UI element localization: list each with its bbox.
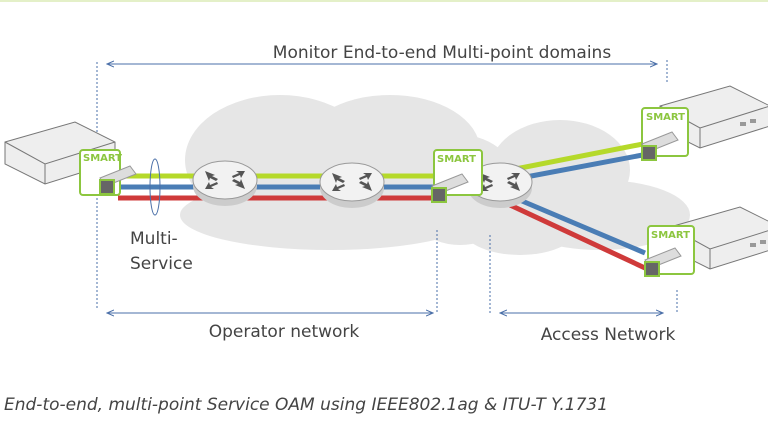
router-icon bbox=[319, 162, 385, 209]
smart-sfp-top-right: SMART bbox=[641, 107, 689, 161]
caption: End-to-end, multi-point Service OAM usin… bbox=[4, 395, 608, 415]
multi-service-label-1: Multi- bbox=[130, 229, 178, 249]
multi-service-bundle-icon bbox=[149, 158, 161, 216]
access-network-label: Access Network bbox=[541, 325, 676, 345]
smart-logo: SMART bbox=[83, 153, 122, 164]
smart-logo: SMART bbox=[646, 112, 685, 123]
green-access-line bbox=[499, 140, 649, 175]
blue-access-line-1 bbox=[509, 151, 649, 183]
service-lines bbox=[118, 140, 649, 271]
multi-service-label-2: Service bbox=[130, 254, 193, 274]
diagram-title: Monitor End-to-end Multi-point domains bbox=[273, 43, 612, 63]
smart-sfp-middle: SMART bbox=[431, 149, 483, 203]
operator-network-label: Operator network bbox=[209, 322, 360, 342]
smart-sfp-left: SMART bbox=[79, 149, 137, 196]
smart-logo: SMART bbox=[651, 230, 690, 241]
smart-logo: SMART bbox=[437, 154, 476, 165]
blue-access-line-2 bbox=[514, 195, 646, 256]
red-access-line bbox=[508, 202, 647, 271]
smart-sfp-bottom-right: SMART bbox=[644, 225, 695, 277]
router-icon bbox=[192, 160, 258, 207]
